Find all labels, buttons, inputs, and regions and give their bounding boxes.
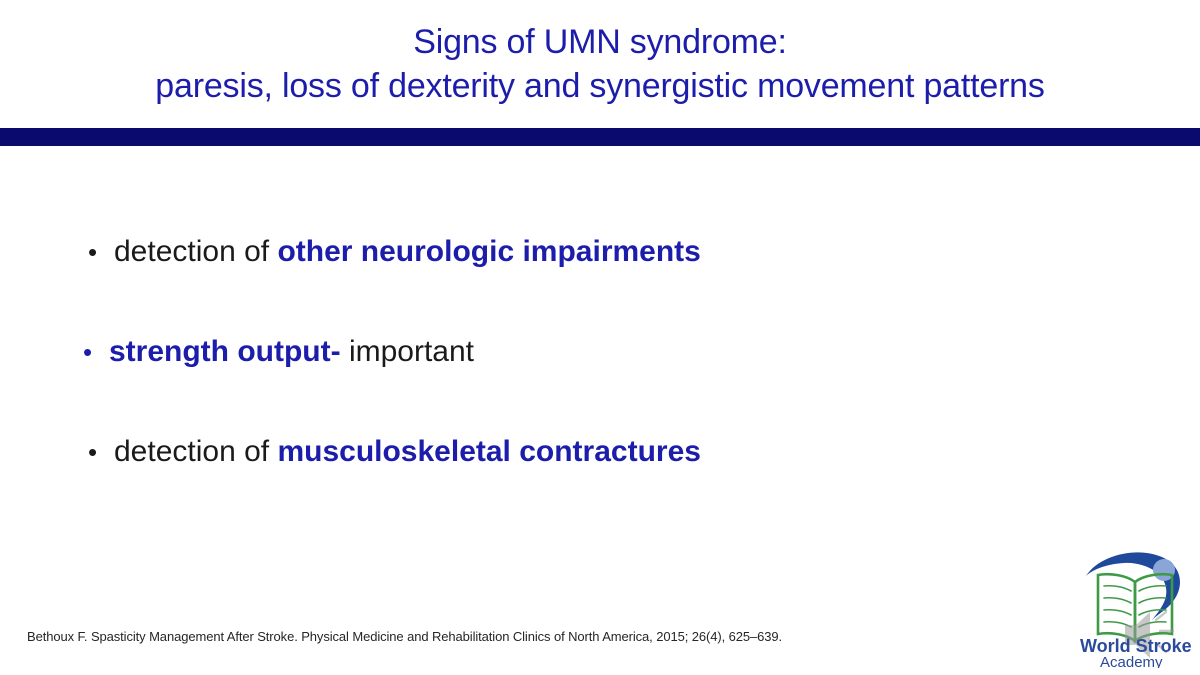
- title-line-1: Signs of UMN syndrome:: [413, 23, 787, 61]
- list-item-emphasis: strength output-: [109, 335, 341, 368]
- bullet-marker-icon: •: [83, 337, 93, 367]
- list-item-text: detection of musculoskeletal contracture…: [114, 432, 701, 472]
- slide-title: Signs of UMN syndrome: paresis, loss of …: [0, 20, 1200, 108]
- list-item: • detection of musculoskeletal contractu…: [88, 432, 1088, 532]
- list-item-lead: detection of: [114, 435, 278, 468]
- bullet-marker-icon: •: [88, 237, 98, 267]
- list-item: • detection of other neurologic impairme…: [88, 232, 1088, 332]
- bullet-list: • detection of other neurologic impairme…: [83, 232, 1088, 532]
- logo-line-1: World Stroke: [1080, 636, 1192, 656]
- list-item-lead: detection of: [114, 235, 278, 268]
- list-item-trail: important: [340, 335, 474, 368]
- title-divider-bar: [0, 128, 1200, 146]
- title-line-2: paresis, loss of dexterity and synergist…: [155, 67, 1045, 105]
- list-item: • strength output- important: [83, 332, 1088, 432]
- list-item-text: detection of other neurologic impairment…: [114, 232, 701, 272]
- logo-line-2: Academy: [1100, 654, 1163, 668]
- source-citation: Bethoux F. Spasticity Management After S…: [27, 629, 783, 644]
- list-item-emphasis: musculoskeletal contractures: [277, 435, 701, 468]
- bullet-marker-icon: •: [88, 437, 98, 467]
- speaker-icon: [1125, 610, 1175, 658]
- world-stroke-academy-logo: World Stroke Academy: [1078, 548, 1196, 668]
- list-item-text: strength output- important: [109, 332, 474, 372]
- list-item-emphasis: other neurologic impairments: [277, 235, 701, 268]
